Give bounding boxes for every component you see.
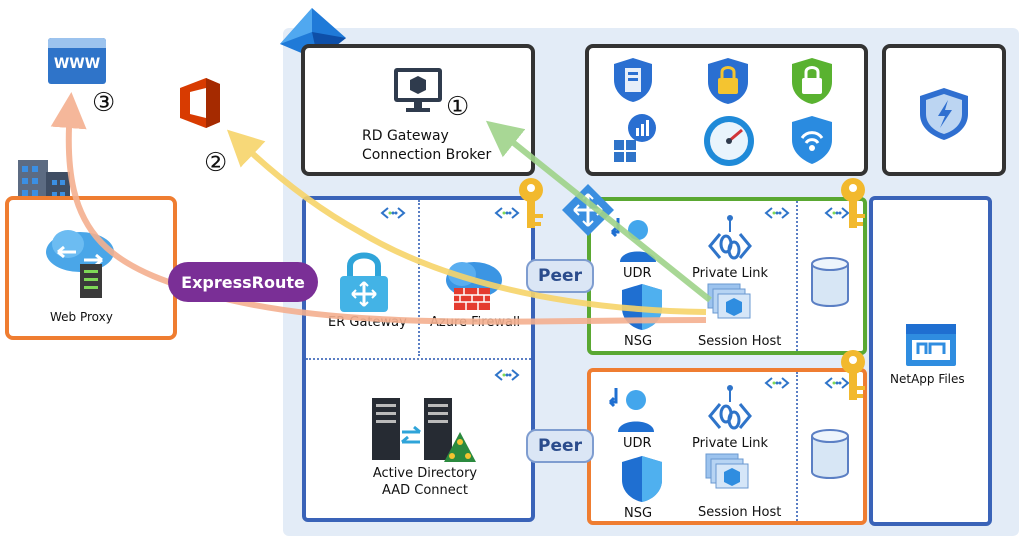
arrow-to-rd-gateway: [485, 120, 712, 303]
storage-disk-icon: [811, 257, 849, 307]
web-proxy-label: Web Proxy: [50, 310, 113, 324]
private-link-icon: [708, 215, 752, 260]
hub-divider-vertical: [418, 200, 420, 356]
marker-two: ②: [204, 148, 228, 178]
session-host-label-bottom: Session Host: [698, 505, 782, 520]
lock-shield-blue-icon: [708, 58, 748, 104]
speedometer-icon: [704, 116, 754, 166]
hub-divider-horizontal: [306, 358, 531, 360]
aad-connect-label: AAD Connect: [381, 483, 469, 498]
active-directory-servers-icon: [372, 398, 476, 462]
peer-connector-bottom: Peer: [526, 429, 594, 463]
key-icon: [841, 178, 865, 228]
subnet-icon: [494, 369, 520, 381]
subnet-icon: [764, 207, 790, 219]
lock-shield-green-icon: [792, 58, 832, 104]
subnet-icon: [824, 377, 850, 389]
marker-one: ①: [446, 92, 470, 122]
expressroute-connection: ExpressRoute: [168, 262, 318, 302]
nsg-label-bottom: NSG: [624, 506, 653, 521]
connection-broker-label: Connection Broker: [362, 147, 492, 163]
active-directory-label: Active Directory: [372, 466, 478, 481]
spoke-bottom-divider: [796, 372, 798, 521]
marker-three: ③: [92, 88, 116, 118]
subnet-icon: [824, 207, 850, 219]
key-icon: [841, 350, 865, 400]
udr-label-top: UDR: [623, 266, 652, 281]
private-link-label-bottom: Private Link: [692, 436, 769, 451]
rd-gateway-label: RD Gateway: [362, 128, 449, 144]
nsg-label-top: NSG: [624, 334, 653, 349]
netapp-files-label: NetApp Files: [890, 372, 965, 386]
storage-disk-icon: [811, 429, 849, 479]
session-host-label-top: Session Host: [698, 334, 782, 349]
session-host-icon: [705, 453, 749, 489]
session-host-icon: [707, 283, 751, 319]
udr-label-bottom: UDR: [623, 436, 652, 451]
www-text: WWW: [53, 56, 101, 72]
private-link-icon: [708, 385, 752, 430]
netapp-files-icon: [906, 324, 956, 366]
spoke-top-divider: [796, 201, 798, 351]
key-icon: [519, 178, 543, 228]
arrow-to-office: [226, 129, 707, 315]
signal-shield-icon: [792, 116, 832, 164]
private-link-label-top: Private Link: [692, 266, 769, 281]
www-browser-icon: WWW: [48, 38, 106, 84]
arrow-to-www: [50, 92, 707, 325]
subnet-icon: [494, 207, 520, 219]
defender-shield-icon: [920, 88, 968, 140]
subnet-icon: [764, 377, 790, 389]
er-gateway-lock-icon: [340, 252, 388, 312]
subnet-icon: [380, 207, 406, 219]
monitor-chart-icon: [614, 114, 656, 162]
udr-user-icon: [608, 388, 654, 432]
peer-connector-top: Peer: [526, 259, 594, 293]
monitor-icon: [394, 68, 442, 112]
server-shield-icon: [614, 58, 652, 102]
office-icon: [180, 78, 220, 128]
nsg-shield-icon: [622, 456, 662, 502]
